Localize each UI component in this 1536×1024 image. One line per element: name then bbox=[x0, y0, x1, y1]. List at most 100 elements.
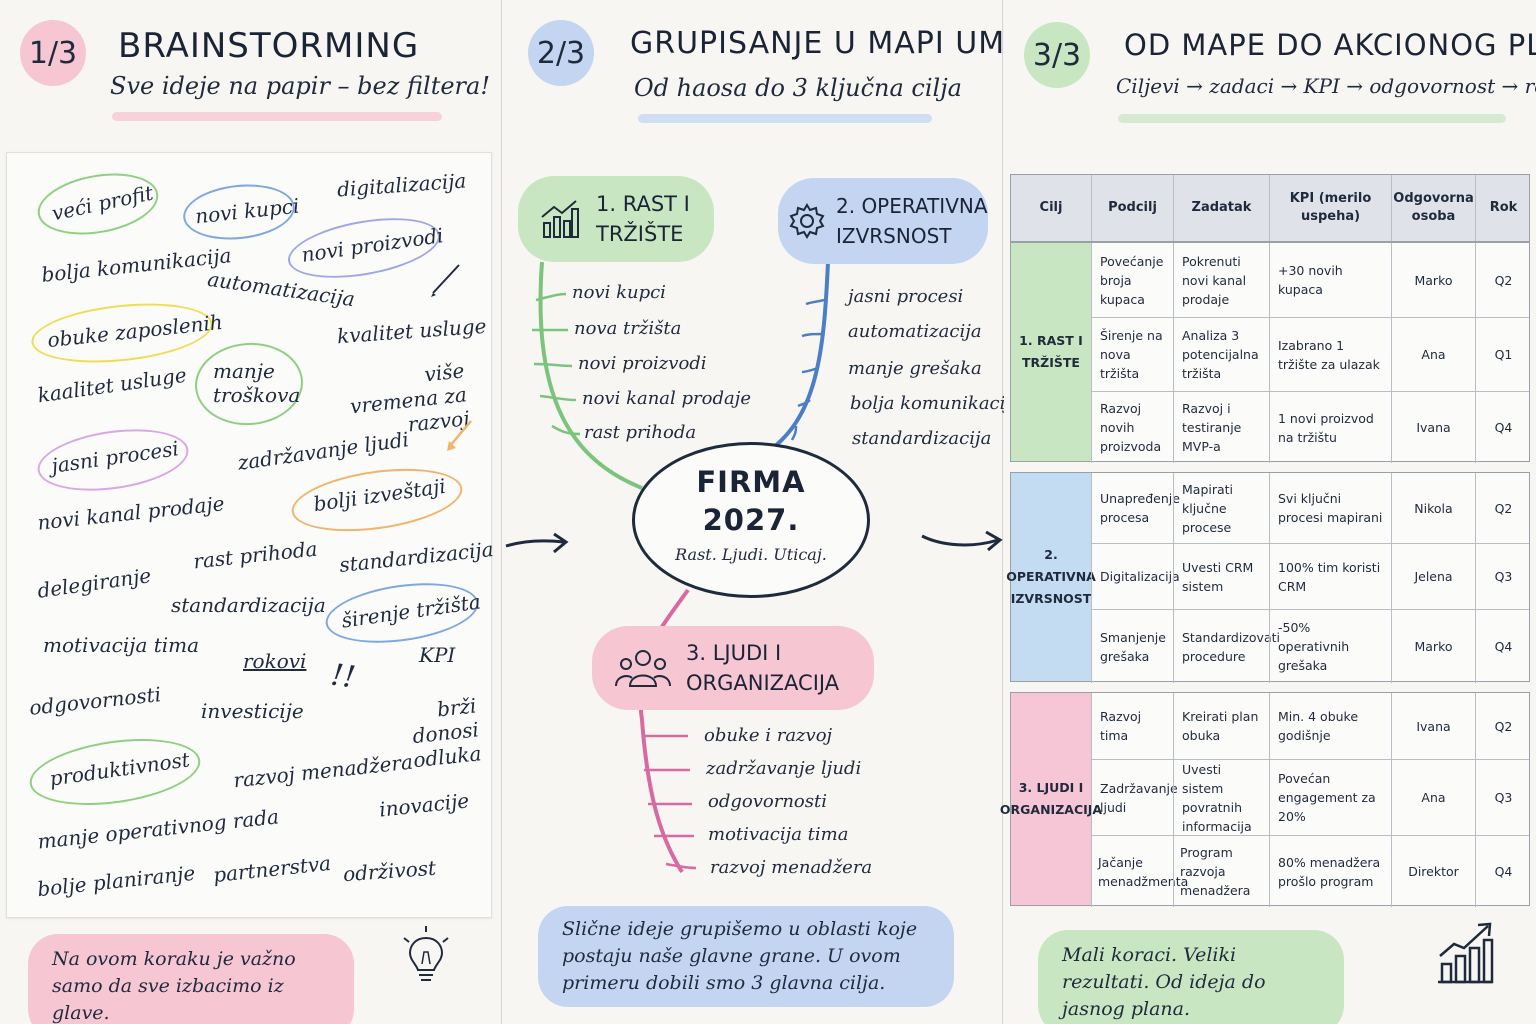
table-row: Digitalizacija Uvesti CRM sistem 100% ti… bbox=[1091, 543, 1529, 609]
subgoal-cell: Unapređenje procesa bbox=[1091, 473, 1180, 543]
idea-text: partnerstva bbox=[212, 850, 333, 888]
owner-cell: Direktor bbox=[1391, 836, 1475, 907]
header-cell: Zadatak bbox=[1173, 175, 1269, 241]
deadline-cell: Q4 bbox=[1475, 392, 1531, 463]
kpi-cell: 80% menadžera prošlo program bbox=[1269, 836, 1391, 907]
branch-operational-excellence: 2. OPERATIVNA IZVRSNOST bbox=[778, 178, 988, 264]
panel-brainstorming: 1/3 BRAINSTORMING Sve ideje na papir – b… bbox=[0, 0, 500, 1024]
branch-item: rast prihoda bbox=[584, 422, 697, 443]
goal-group-operations: 2. OPERATIVNA IZVRSNOST Unapređenje proc… bbox=[1006, 472, 1530, 683]
subgoal-cell: Razvoj tima bbox=[1091, 693, 1173, 759]
tip-note: Slične ideje grupišemo u oblasti koje po… bbox=[538, 906, 954, 1007]
panel-title: BRAINSTORMING bbox=[118, 26, 420, 66]
idea-text: novi kanal prodaje bbox=[36, 491, 226, 535]
kpi-cell: Povećan engagement za 20% bbox=[1269, 760, 1391, 835]
people-icon bbox=[615, 650, 671, 687]
branch-item: obuke i razvoj bbox=[704, 725, 833, 746]
panel-title: OD MAPE DO AKCIONOG PLANA bbox=[1124, 28, 1536, 62]
task-cell: Analiza 3 potencijalna tržišta bbox=[1173, 318, 1269, 391]
idea-text: KPI bbox=[419, 643, 456, 667]
branch-item: razvoj menadžera bbox=[710, 857, 873, 878]
deadline-cell: Q4 bbox=[1475, 610, 1531, 683]
header-cell: Cilj bbox=[1039, 200, 1063, 215]
idea-text: rast prihoda bbox=[192, 536, 319, 574]
idea-text: kvalitet usluge bbox=[336, 313, 488, 349]
kpi-cell: 100% tim koristi CRM bbox=[1269, 544, 1391, 609]
central-topic-subtitle: Rast. Ljudi. Uticaj. bbox=[675, 545, 827, 564]
subgoal-cell: Smanjenje grešaka bbox=[1091, 610, 1173, 683]
title-underline bbox=[1118, 114, 1506, 123]
idea-text: odgovornosti bbox=[28, 682, 163, 720]
branch-item: manje grešaka bbox=[848, 358, 982, 379]
branch-item: zadržavanje ljudi bbox=[706, 758, 862, 779]
branch-item: automatizacija bbox=[848, 321, 982, 342]
owner-cell: Marko bbox=[1391, 610, 1475, 683]
idea-text: investicije bbox=[201, 699, 304, 723]
idea-text: kaalitet usluge bbox=[36, 362, 189, 408]
table-row: Smanjenje grešaka Standardizovati proced… bbox=[1091, 609, 1529, 683]
branch-item: motivacija tima bbox=[708, 824, 849, 845]
panel-subtitle: Ciljevi → zadaci → KPI → odgovornost → r… bbox=[1116, 74, 1536, 98]
branch-label: ORGANIZACIJA bbox=[686, 671, 840, 695]
central-topic: FIRMA 2027. Rast. Ljudi. Uticaj. bbox=[632, 442, 870, 598]
kpi-cell: Izabrano 1 tržište za ulazak bbox=[1269, 318, 1391, 391]
header-cell: KPI (merilo uspeha) bbox=[1269, 175, 1391, 241]
branch-item: nova tržišta bbox=[574, 318, 682, 339]
title-underline bbox=[638, 114, 932, 123]
subgoal-cell: Razvoj novih proizvoda bbox=[1091, 392, 1173, 463]
goal-cell: 3. LJUDI I ORGANIZACIJA bbox=[1000, 693, 1102, 905]
branch-item: standardizacija bbox=[852, 428, 992, 449]
table-row: Širenje na nova tržišta Analiza 3 potenc… bbox=[1091, 317, 1529, 391]
idea-text: bolja komunikacija bbox=[40, 243, 233, 287]
idea-text: održivost bbox=[342, 855, 437, 887]
table-row: Povećanje broja kupaca Pokrenuti novi ka… bbox=[1091, 243, 1529, 317]
idea-text: rokovi bbox=[243, 649, 307, 673]
subgoal-cell: Jačanje menadžmenta bbox=[1091, 836, 1188, 907]
subgoal-cell: Povećanje broja kupaca bbox=[1091, 243, 1173, 317]
deadline-cell: Q3 bbox=[1475, 544, 1531, 609]
table-row: Razvoj novih proizvoda Razvoj i testiran… bbox=[1091, 391, 1529, 463]
header-cell: Rok bbox=[1475, 175, 1531, 241]
table-row: Unapređenje procesa Mapirati ključne pro… bbox=[1091, 473, 1529, 543]
branch-label: IZVRSNOST bbox=[836, 224, 952, 248]
task-cell: Program razvoja menadžera bbox=[1173, 836, 1269, 907]
brainstorm-paper: veći profit novi kupci digitalizacija bo… bbox=[6, 152, 495, 918]
idea-text: bolje planiranje bbox=[36, 860, 197, 902]
idea-text: zadržavanje ljudi bbox=[236, 427, 411, 475]
tip-note: Mali koraci. Veliki rezultati. Od ideja … bbox=[1038, 930, 1344, 1024]
branch-label: 1. RAST I bbox=[596, 192, 690, 216]
owner-cell: Marko bbox=[1391, 243, 1475, 317]
table-row: Zadržavanje ljudi Uvesti sistem povratni… bbox=[1091, 759, 1529, 835]
pencil-icon bbox=[431, 264, 460, 297]
owner-cell: Nikola bbox=[1391, 473, 1475, 543]
idea-text: manje troškova bbox=[213, 359, 301, 407]
gear-icon bbox=[789, 203, 825, 239]
deadline-cell: Q4 bbox=[1475, 836, 1531, 907]
growth-chart-icon bbox=[1438, 922, 1494, 984]
table-row: Jačanje menadžmenta Program razvoja mena… bbox=[1091, 835, 1529, 907]
branch-label: 2. OPERATIVNA bbox=[836, 194, 988, 218]
idea-text: manje operativnog rada bbox=[36, 804, 280, 854]
kpi-cell: 1 novi proizvod na tržištu bbox=[1269, 392, 1391, 463]
header-cell: Odgovorna osoba bbox=[1391, 175, 1475, 241]
panel-subtitle: Od haosa do 3 ključna cilja bbox=[634, 74, 962, 102]
tip-note: Na ovom koraku je važno samo da sve izba… bbox=[28, 934, 354, 1024]
deadline-cell: Q1 bbox=[1475, 318, 1531, 391]
idea-text: inovacije bbox=[377, 788, 471, 822]
kpi-cell: Min. 4 obuke godišnje bbox=[1269, 693, 1391, 759]
task-cell: Uvesti CRM sistem bbox=[1173, 544, 1269, 609]
goal-cell: 1. RAST I TRŽIŠTE bbox=[1011, 243, 1091, 461]
task-cell: Uvesti sistem povratnih informacija bbox=[1173, 760, 1269, 835]
table-row: Razvoj tima Kreirati plan obuka Min. 4 o… bbox=[1091, 693, 1529, 759]
idea-text: standardizacija bbox=[171, 593, 326, 617]
owner-cell: Ivana bbox=[1391, 693, 1475, 759]
idea-text: delegiranje bbox=[35, 563, 153, 603]
branch-item: bolja komunikacija bbox=[850, 393, 1022, 414]
branch-item: jasni procesi bbox=[848, 286, 964, 307]
title-underline bbox=[112, 112, 442, 121]
lightbulb-icon bbox=[403, 926, 449, 981]
subgoal-cell: Zadržavanje ljudi bbox=[1091, 760, 1178, 835]
task-cell: Mapirati ključne procese bbox=[1173, 473, 1269, 543]
deadline-cell: Q2 bbox=[1475, 243, 1531, 317]
kpi-cell: +30 novih kupaca bbox=[1269, 243, 1391, 317]
